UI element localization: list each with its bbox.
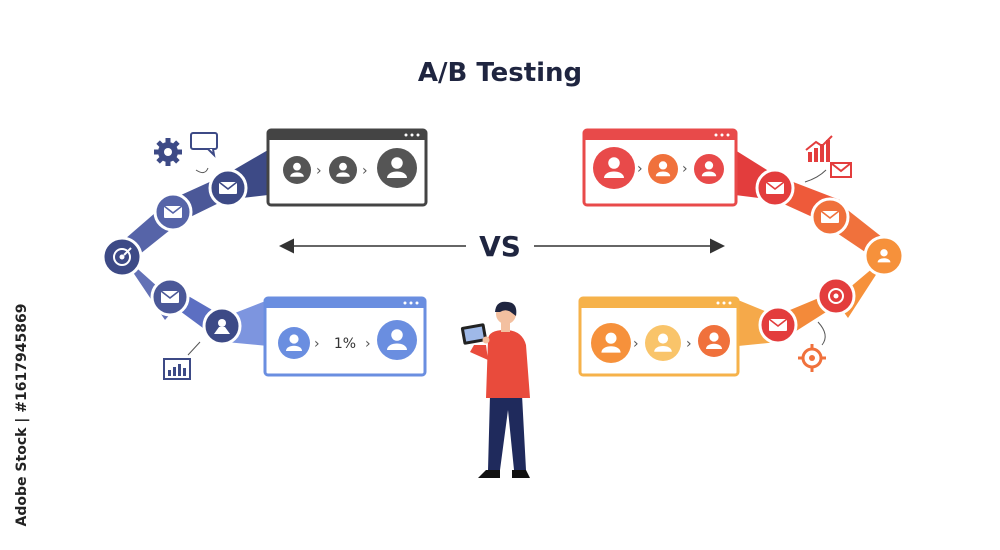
connector-arrow (195, 167, 209, 174)
user-icon (694, 154, 724, 184)
variant-b-bottom-browser: › › (578, 296, 740, 377)
tablet-icon (460, 323, 488, 345)
target-icon (101, 236, 143, 278)
user-icon (377, 320, 417, 360)
variant-b-nodes (755, 168, 905, 345)
gear-icon (154, 138, 182, 166)
mail-icon (208, 168, 248, 208)
variant-a-nodes (101, 168, 248, 346)
chevron-right-icon: › (365, 336, 371, 352)
person-with-tablet (460, 301, 530, 478)
mail-icon (153, 192, 193, 232)
chat-bubble-icon (190, 132, 218, 158)
mail-icon (755, 168, 795, 208)
watermark-text: Adobe Stock | #1617945869 (14, 303, 30, 527)
user-icon (698, 325, 730, 357)
user-icon (283, 156, 311, 184)
user-icon (593, 147, 635, 189)
mail-icon (810, 197, 850, 237)
target-icon (816, 276, 856, 316)
connector-arrow (187, 341, 201, 356)
user-target-icon (202, 306, 242, 346)
chevron-right-icon: › (686, 336, 692, 352)
user-icon (329, 156, 357, 184)
bar-chart-icon (805, 135, 833, 162)
user-icon (648, 154, 678, 184)
diagram-title: A/B Testing (417, 58, 583, 88)
chevron-right-icon: › (637, 161, 643, 177)
variant-b-top-browser: › › (582, 128, 738, 207)
conversion-metric: 1% (334, 336, 356, 352)
chevron-right-icon: › (633, 336, 639, 352)
gear-icon (798, 344, 826, 372)
user-icon (645, 325, 681, 361)
user-icon (377, 148, 417, 188)
variant-a-top-browser: › › (266, 128, 428, 207)
chevron-right-icon: › (362, 163, 368, 179)
bar-chart-icon (163, 358, 191, 380)
user-icon (278, 327, 310, 359)
connector-arrow (804, 169, 827, 183)
mail-icon (830, 162, 852, 178)
mail-icon (758, 305, 798, 345)
watermark: Adobe Stock | #1617945869 (10, 300, 34, 530)
connector-arrow (817, 321, 826, 346)
vs-label: VS (479, 230, 521, 263)
mail-icon (150, 277, 190, 317)
user-icon (591, 323, 631, 363)
chevron-right-icon: › (316, 163, 322, 179)
variant-a-bottom-browser: › 1% › (263, 296, 427, 377)
chevron-right-icon: › (682, 161, 688, 177)
user-icon (863, 235, 905, 277)
chevron-right-icon: › (314, 336, 320, 352)
